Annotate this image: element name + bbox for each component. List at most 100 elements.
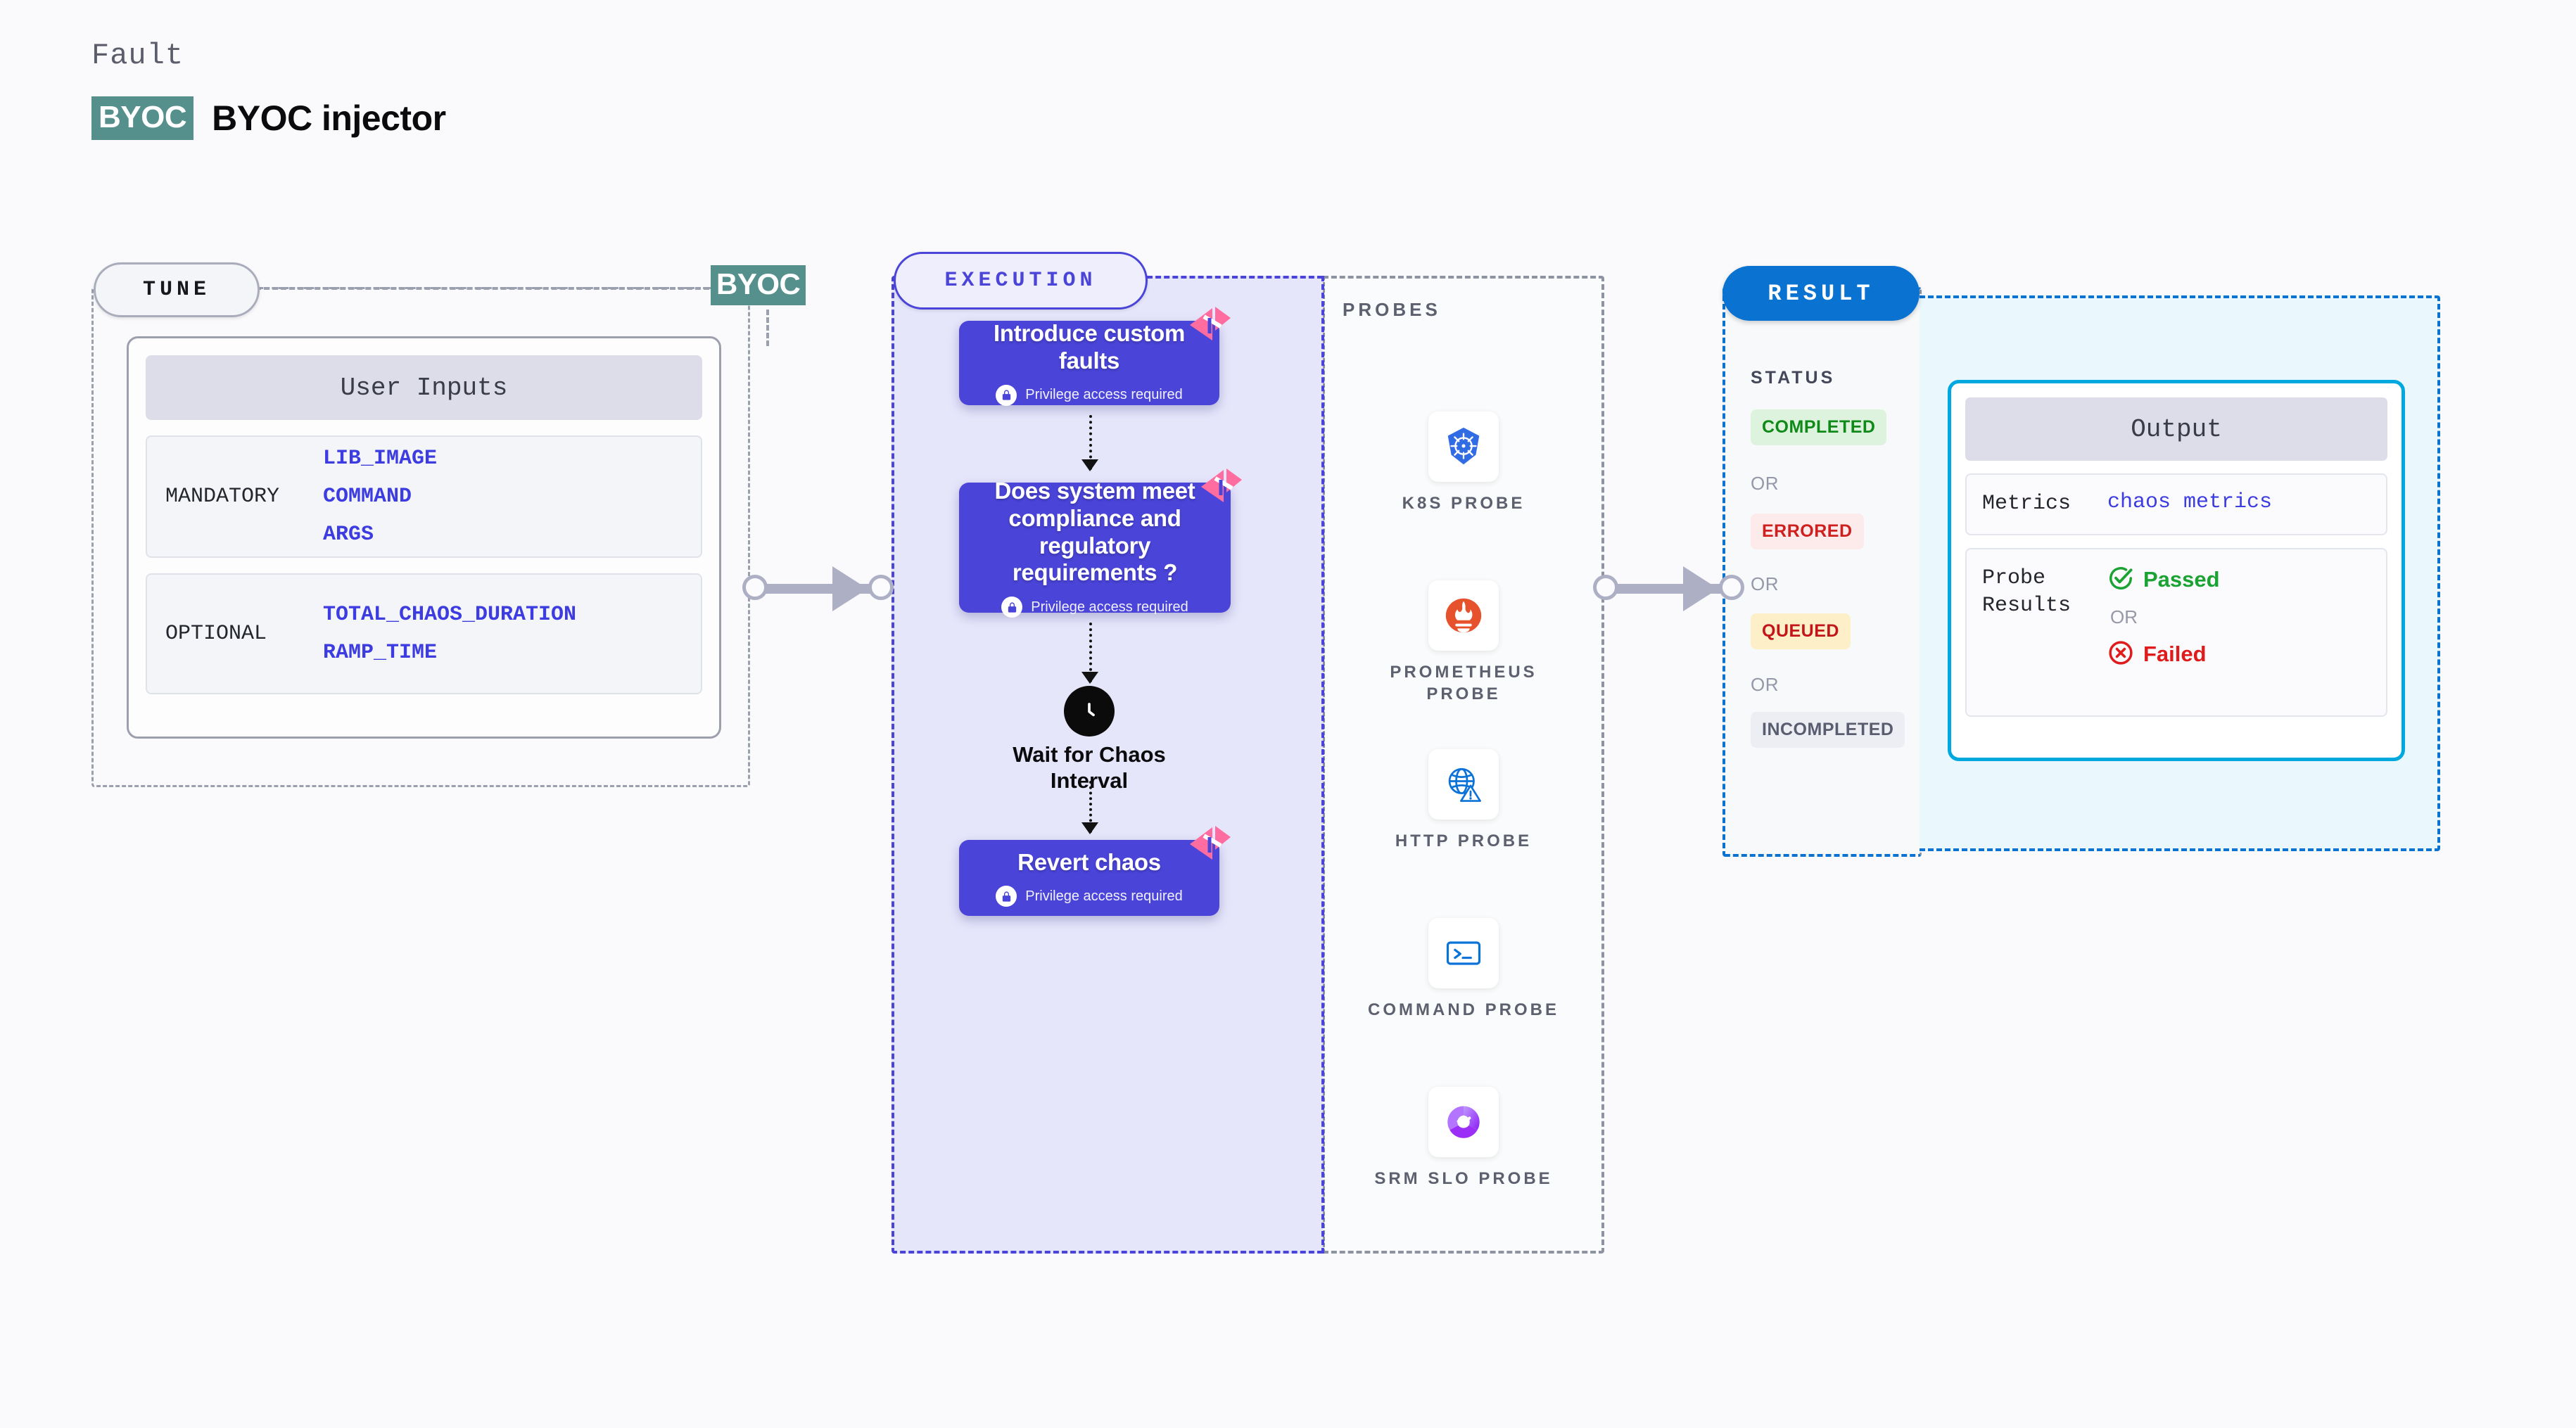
- clock-icon: [1064, 686, 1115, 737]
- privilege-text: Privilege access required: [1031, 599, 1188, 615]
- flow-card-title: Introduce custom faults: [993, 320, 1186, 374]
- output-probe-results-row: Probe Results Passed OR: [1965, 547, 2387, 717]
- flow-card-introduce-custom-faults[interactable]: Introduce custom faults Privilege access…: [959, 307, 1231, 406]
- lock-icon: [1001, 597, 1023, 618]
- harness-logo-icon: [1188, 305, 1232, 343]
- title-row: BYOC BYOC injector: [91, 96, 446, 140]
- param-list: TOTAL_CHAOS_DURATION RAMP_TIME: [323, 603, 576, 665]
- srm-slo-icon: [1428, 1087, 1499, 1157]
- param-list: LIB_IMAGE COMMAND ARGS: [323, 447, 437, 547]
- param-group-label: MANDATORY: [165, 485, 280, 509]
- arrow-head: [1081, 672, 1098, 684]
- or-separator: OR: [2110, 606, 2138, 627]
- param-total-chaos-duration[interactable]: TOTAL_CHAOS_DURATION: [323, 603, 577, 627]
- probe-item-k8s[interactable]: K8S PROBE: [1365, 412, 1562, 515]
- param-args[interactable]: ARGS: [323, 523, 374, 547]
- connector-arrowhead: [1683, 566, 1718, 611]
- probe-label: K8S PROBE: [1402, 494, 1525, 513]
- probe-item-http[interactable]: HTTP PROBE: [1365, 749, 1562, 853]
- arrow-line: [1089, 415, 1092, 470]
- probe-results-values: Passed OR Failed: [2107, 565, 2220, 670]
- probe-item-command[interactable]: COMMAND PROBE: [1365, 918, 1562, 1021]
- privilege-note: Privilege access required: [996, 384, 1183, 406]
- byoc-badge-stem: [766, 310, 769, 346]
- harness-logo-icon: [1200, 467, 1243, 505]
- connector-dot-left: [1593, 575, 1618, 600]
- probe-label: COMMAND PROBE: [1368, 1000, 1559, 1019]
- connector-arrowhead: [832, 566, 868, 611]
- lock-icon: [996, 384, 1017, 406]
- byoc-badge: BYOC: [711, 265, 806, 305]
- probe-label: HTTP PROBE: [1395, 831, 1533, 850]
- execution-zone: [892, 276, 1323, 1254]
- connector-dot-right: [868, 575, 894, 600]
- user-inputs-title: User Inputs: [146, 355, 702, 420]
- lock-icon: [996, 886, 1017, 907]
- byoc-logo-chip: BYOC: [91, 96, 194, 140]
- arrow-head: [1081, 822, 1098, 834]
- terminal-icon: [1428, 918, 1499, 988]
- connector-dot-left: [742, 575, 768, 600]
- output-title: Output: [1965, 397, 2387, 461]
- http-globe-icon: [1428, 749, 1499, 820]
- kubernetes-icon: [1428, 412, 1499, 482]
- result-pill-label: RESULT: [1722, 266, 1920, 321]
- privilege-note: Privilege access required: [1001, 597, 1188, 618]
- privilege-text: Privilege access required: [1025, 888, 1183, 904]
- privilege-text: Privilege access required: [1025, 387, 1183, 403]
- execution-pill-label: EXECUTION: [894, 252, 1148, 310]
- probe-item-prometheus[interactable]: PROMETHEUS PROBE: [1365, 580, 1562, 705]
- page-header: Fault BYOC BYOC injector: [91, 39, 446, 140]
- or-separator: OR: [1751, 573, 1779, 594]
- param-group-label: OPTIONAL: [165, 622, 267, 646]
- output-metrics-value[interactable]: chaos metrics: [2107, 490, 2273, 514]
- fault-kicker: Fault: [91, 39, 184, 72]
- param-group-mandatory: MANDATORY LIB_IMAGE COMMAND ARGS: [146, 435, 702, 558]
- x-circle-icon: [2107, 639, 2134, 670]
- tune-byoc-connector-line: [255, 287, 709, 290]
- param-group-optional: OPTIONAL TOTAL_CHAOS_DURATION RAMP_TIME: [146, 573, 702, 694]
- probe-label: PROMETHEUS PROBE: [1390, 663, 1537, 703]
- probe-result-passed: Passed: [2107, 565, 2220, 595]
- param-ramp-time[interactable]: RAMP_TIME: [323, 641, 438, 665]
- status-zone: [1722, 287, 1922, 857]
- output-probe-results-label: Probe Results: [1982, 566, 2071, 618]
- probe-result-failed: Failed: [2107, 639, 2220, 670]
- connector-tune-to-execution: [742, 566, 894, 611]
- user-inputs-card: User Inputs MANDATORY LIB_IMAGE COMMAND …: [127, 336, 721, 739]
- privilege-note: Privilege access required: [996, 886, 1183, 907]
- output-metrics-label: Metrics: [1982, 492, 2071, 516]
- flow-card-revert-chaos[interactable]: Revert chaos Privilege access required: [959, 826, 1231, 916]
- arrow-line: [1089, 781, 1092, 833]
- status-badge-queued: QUEUED: [1751, 613, 1851, 649]
- probe-result-failed-label: Failed: [2143, 642, 2207, 667]
- execution-zone-right-border: [1321, 276, 1324, 1254]
- probe-result-passed-label: Passed: [2143, 567, 2220, 592]
- tune-pill-label: TUNE: [94, 262, 260, 317]
- page-title: BYOC injector: [212, 98, 446, 138]
- or-separator: OR: [1751, 674, 1779, 695]
- output-card: Output Metrics chaos metrics Probe Resul…: [1948, 380, 2405, 761]
- status-badge-incompleted: INCOMPLETED: [1751, 712, 1905, 748]
- flow-card-title: Does system meet compliance and regulato…: [994, 477, 1195, 586]
- arrow-head: [1081, 459, 1098, 471]
- status-badge-errored: ERRORED: [1751, 514, 1864, 549]
- or-separator: OR: [1751, 473, 1779, 494]
- probe-label: SRM SLO PROBE: [1374, 1169, 1553, 1188]
- prometheus-icon: [1428, 580, 1499, 651]
- param-command[interactable]: COMMAND: [323, 485, 412, 509]
- flow-card-compliance-check[interactable]: Does system meet compliance and regulato…: [959, 468, 1242, 618]
- output-metrics-row: Metrics chaos metrics: [1965, 473, 2387, 535]
- flow-card-title: Revert chaos: [1017, 848, 1161, 875]
- connector-dot-right: [1719, 575, 1744, 600]
- param-lib-image[interactable]: LIB_IMAGE: [323, 447, 438, 471]
- arrow-line: [1089, 623, 1092, 682]
- probe-item-srm-slo[interactable]: SRM SLO PROBE: [1365, 1087, 1562, 1190]
- harness-logo-icon: [1188, 824, 1232, 862]
- connector-probes-to-result: [1593, 566, 1744, 611]
- check-circle-icon: [2107, 565, 2134, 595]
- status-badge-completed: COMPLETED: [1751, 409, 1887, 445]
- probes-title: PROBES: [1343, 299, 1441, 320]
- wait-for-chaos-interval-label: Wait for Chaos Interval: [1013, 742, 1166, 793]
- status-title: STATUS: [1751, 368, 1836, 388]
